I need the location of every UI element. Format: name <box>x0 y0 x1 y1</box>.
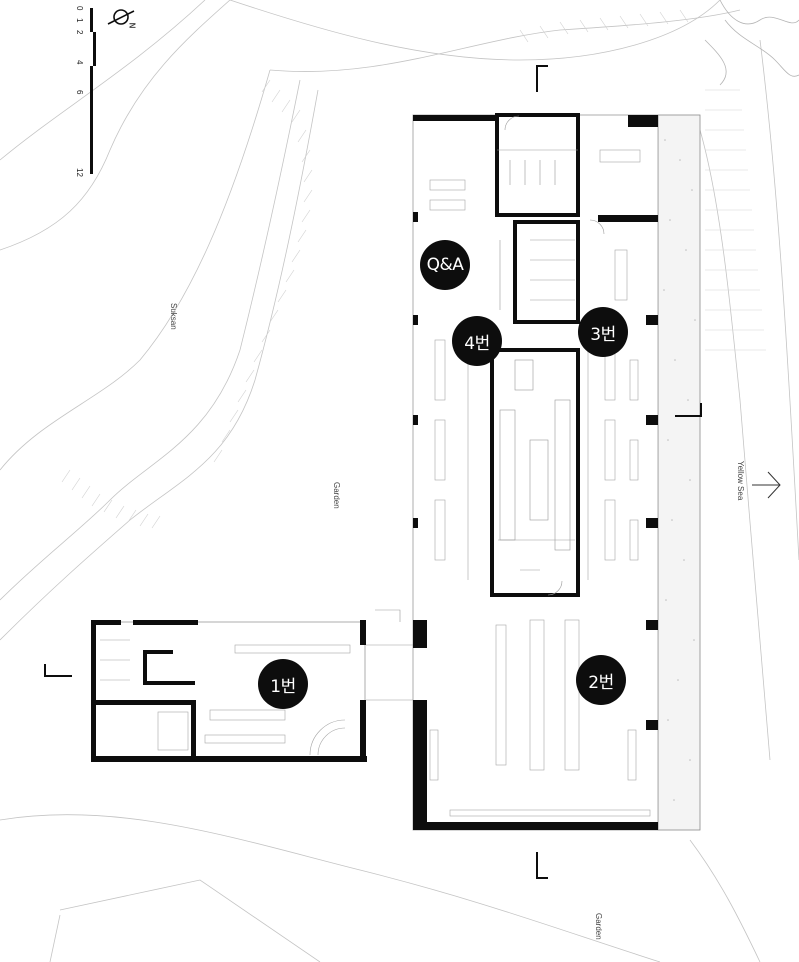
garden-center-label: Garden <box>332 482 341 509</box>
room-marker-2[interactable]: 2번 <box>576 655 626 705</box>
sea-arrow-icon <box>752 471 781 499</box>
room-marker-3[interactable]: 3번 <box>578 307 628 357</box>
scale-tick-6: 6 <box>75 90 84 95</box>
section-markers <box>44 65 702 879</box>
scale-tick-4: 4 <box>75 60 84 65</box>
scale-tick-12: 12 <box>75 168 84 177</box>
north-letter: N <box>127 22 137 29</box>
scale-tick-1: 1 <box>75 18 84 23</box>
suksan-label: Suksan <box>169 303 178 330</box>
scale-bar <box>90 8 96 174</box>
slope-hatching <box>61 9 689 529</box>
annex-building <box>91 620 367 762</box>
scale-tick-2: 2 <box>75 30 84 35</box>
link-corridor <box>366 609 413 701</box>
rocks <box>704 0 799 86</box>
scale-tick-0: 0 <box>75 6 84 11</box>
main-building <box>412 113 659 831</box>
garden-bottom-label: Garden <box>594 913 603 940</box>
room-marker-qa[interactable]: Q&A <box>420 240 470 290</box>
north-arrow-icon <box>107 9 135 25</box>
beach-strip <box>657 89 766 831</box>
yellow-sea-label: Yellow Sea <box>736 461 745 501</box>
room-marker-1[interactable]: 1번 <box>258 659 308 709</box>
room-marker-4[interactable]: 4번 <box>452 316 502 366</box>
